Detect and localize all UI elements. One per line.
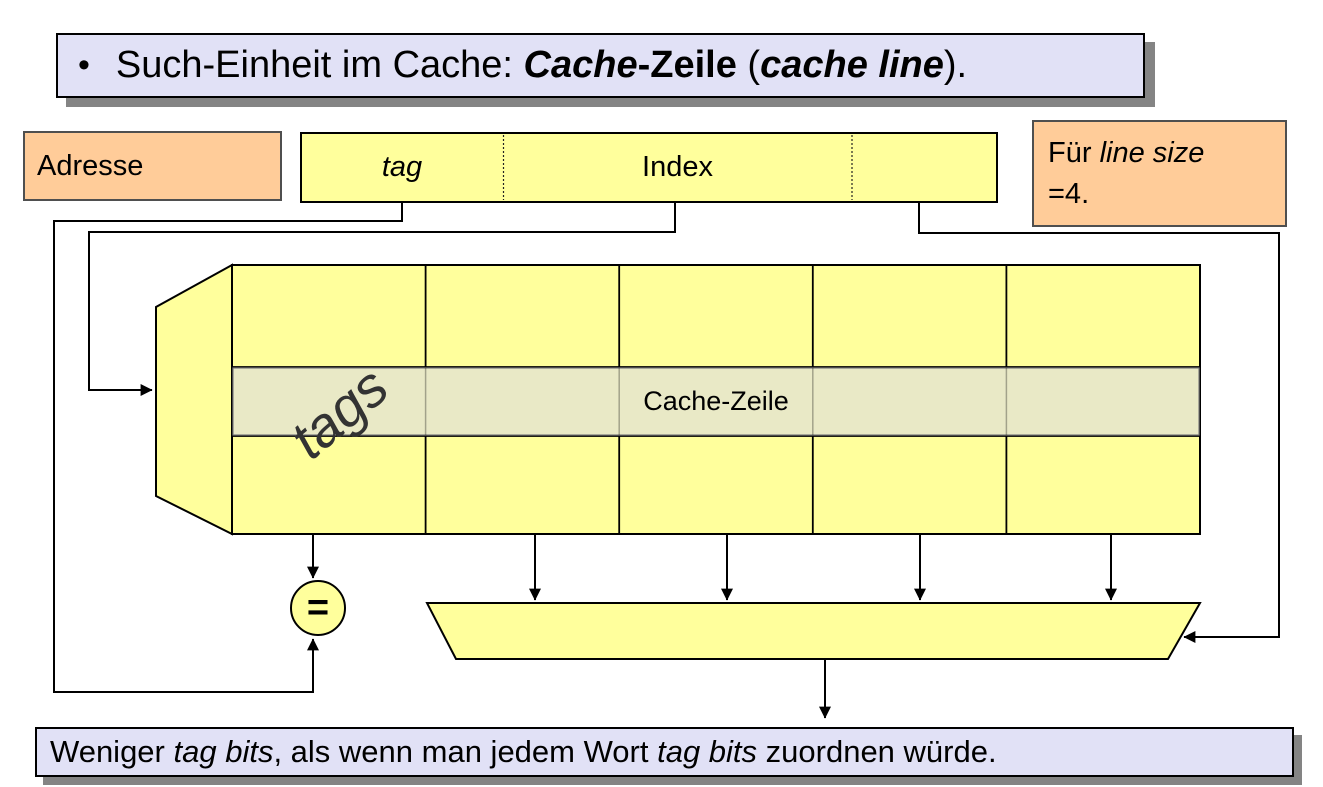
- text-segment: Für: [1048, 136, 1100, 169]
- address-field-box: [300, 132, 998, 203]
- tags-trapezoid: [155, 263, 233, 536]
- highlight-column-lines: [424, 368, 1008, 435]
- title-text: Such-Einheit im Cache: Cache-Zeile (cach…: [116, 44, 967, 87]
- cache-line-highlight: [232, 367, 1200, 436]
- text-segment: Cache: [523, 44, 638, 86]
- mux-trapezoid: [425, 602, 1202, 660]
- offset-field-label: [852, 133, 997, 202]
- adresse-label: Adresse: [37, 149, 144, 182]
- text-segment: cache line: [760, 44, 944, 86]
- adresse-box: Adresse: [23, 131, 282, 201]
- text-segment: -Zeile: [637, 44, 737, 86]
- title-box: • Such-Einheit im Cache: Cache-Zeile (ca…: [56, 33, 1145, 98]
- comparator-circle: [290, 580, 346, 636]
- line-size-note-line1: Für line size: [1048, 133, 1204, 174]
- footer-box: Weniger tag bits, als wenn man jedem Wor…: [35, 727, 1294, 777]
- text-segment: zuordnen würde.: [757, 734, 997, 769]
- tag-to-comparator-line: [53, 203, 403, 693]
- text-segment: line size: [1099, 136, 1205, 169]
- line-size-note-line2: =4.: [1048, 177, 1090, 210]
- text-segment: tag bits: [173, 734, 274, 769]
- text-segment: ).: [943, 44, 968, 86]
- footer-text: Weniger tag bits, als wenn man jedem Wor…: [50, 734, 997, 770]
- offset-to-mux-line: [918, 203, 1280, 643]
- text-segment: (: [736, 44, 761, 86]
- text-segment: tag bits: [657, 734, 758, 769]
- line-size-note-box: Für line size =4.: [1032, 120, 1287, 227]
- text-segment: Such-Einheit im Cache:: [115, 44, 524, 86]
- cache-zeile-label: Cache-Zeile: [643, 386, 789, 416]
- index-to-array-line: [88, 203, 676, 396]
- text-segment: , als wenn man jedem Wort: [273, 734, 658, 769]
- index-field-label: Index: [642, 151, 713, 183]
- text-segment: Weniger: [50, 734, 174, 769]
- tag-field-label: tag: [381, 151, 423, 183]
- comparator-label: =: [306, 586, 330, 629]
- title-bullet: •: [78, 46, 90, 84]
